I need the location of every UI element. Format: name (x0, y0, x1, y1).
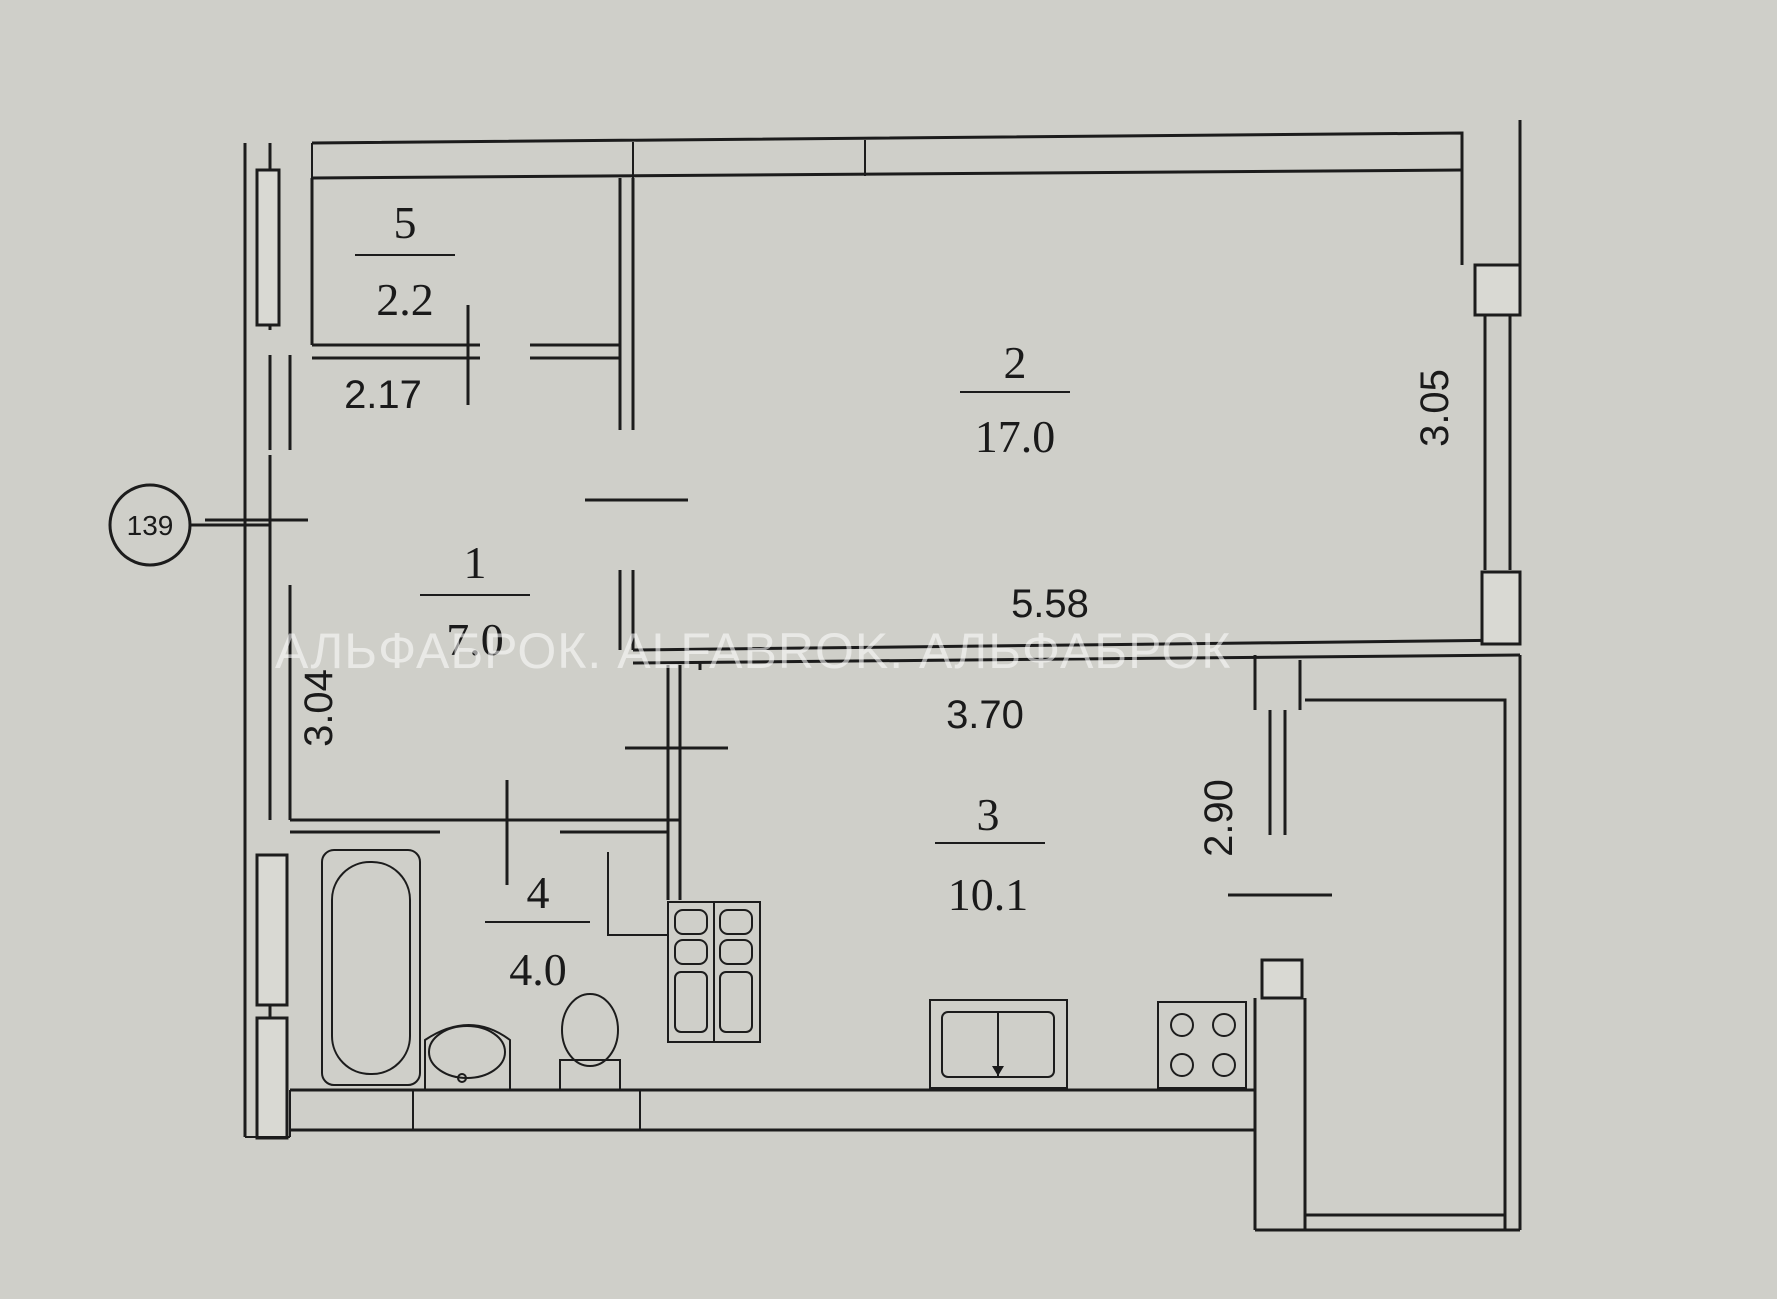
room-3-number: 3 (977, 789, 1000, 840)
room-5-area: 2.2 (376, 274, 434, 325)
cooktop-icon (1157, 1001, 1247, 1089)
axis-marker-label: 139 (127, 510, 174, 541)
room-5-number: 5 (394, 197, 417, 248)
dim-kitchen-width: 2.90 (1197, 779, 1241, 857)
kitchen-sink-icon (929, 999, 1068, 1089)
room-1-label: 1 7.0 (420, 537, 530, 665)
room-3-label: 3 10.1 (935, 789, 1045, 920)
room-4-number: 4 (527, 867, 550, 918)
room-1-area: 7.0 (446, 614, 504, 665)
walls (243, 120, 1522, 1232)
dim-room-length: 5.58 (1011, 582, 1089, 626)
room-2-label: 2 17.0 (960, 337, 1070, 462)
dim-corridor-length: 3.04 (297, 669, 341, 747)
room-2-area: 17.0 (975, 411, 1056, 462)
axis-marker: 139 (108, 483, 270, 567)
sink-icon (424, 1024, 511, 1090)
door-markers (205, 305, 1332, 897)
watermark: АЛЬФАБРОК. ALFABROK. АЛЬФАБРОК (275, 623, 1231, 679)
stove-icon (667, 901, 761, 1043)
room-5-label: 5 2.2 (355, 197, 455, 325)
room-3-area: 10.1 (948, 869, 1029, 920)
dim-corridor-width: 2.17 (344, 373, 422, 417)
room-4-label: 4 4.0 (485, 867, 590, 995)
dim-kitchen-length: 3.70 (946, 693, 1024, 737)
dim-room-width: 3.05 (1413, 369, 1457, 447)
toilet-icon (559, 993, 621, 1091)
room-2-number: 2 (1004, 337, 1027, 388)
room-4-area: 4.0 (509, 944, 567, 995)
bathtub-icon (321, 849, 421, 1086)
room-1-number: 1 (464, 537, 487, 588)
dimension-labels: 2.17 5.58 3.70 3.05 2.90 3.04 (297, 369, 1457, 857)
shelf-icon (607, 852, 668, 936)
